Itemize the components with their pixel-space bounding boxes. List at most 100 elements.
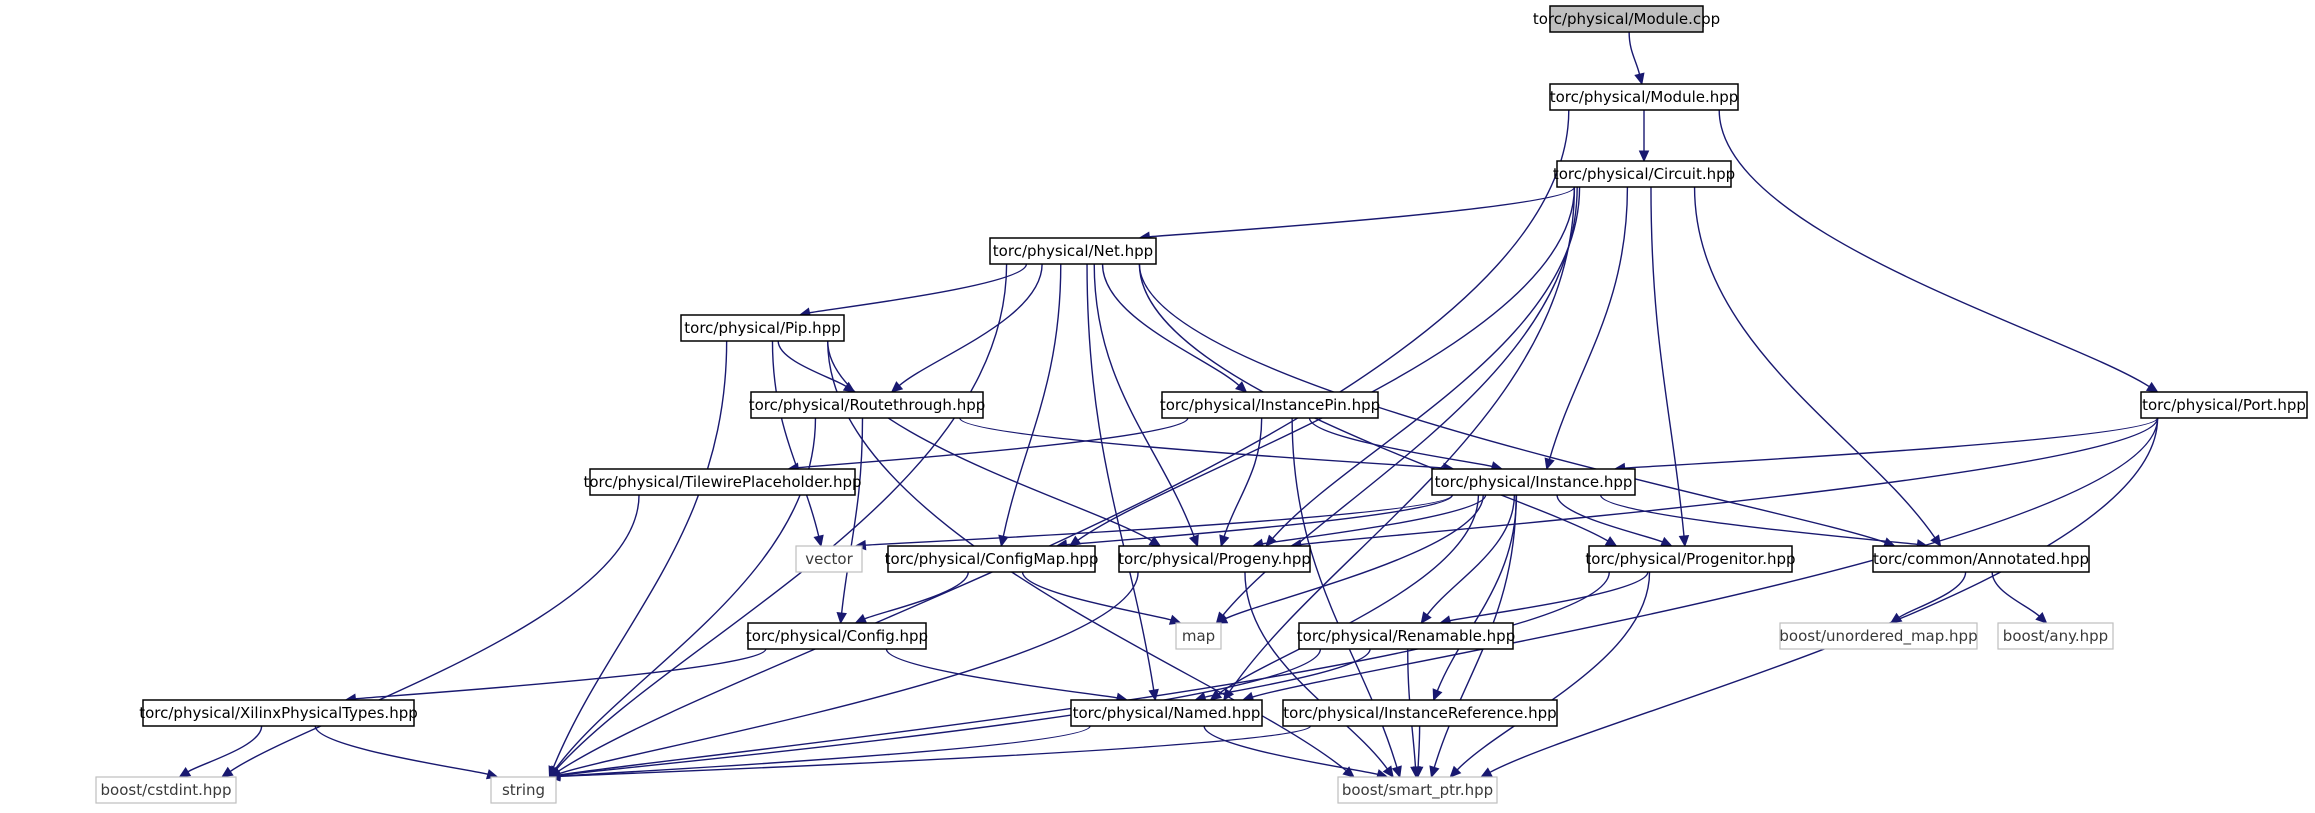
edge-module_cpp-to-module_hpp bbox=[1628, 31, 1641, 75]
node-config[interactable]: torc/physical/Config.hpp bbox=[746, 622, 928, 650]
node-box-module_hpp bbox=[1549, 83, 1739, 111]
arrowhead-instancepin-to-smart_ptr bbox=[1391, 765, 1402, 779]
edge-net-to-routethrough bbox=[898, 263, 1043, 387]
arrowhead-module_hpp-to-circuit bbox=[1638, 150, 1650, 163]
node-label-any: boost/any.hpp bbox=[2003, 627, 2108, 645]
arrowhead-xilinx-to-cstdint bbox=[178, 766, 192, 778]
edge-instance-to-configmap bbox=[1066, 494, 1453, 546]
edge-port-to-named bbox=[1252, 417, 2159, 698]
edge-instancepin-to-instance bbox=[1308, 417, 1493, 468]
node-instanceref[interactable]: torc/physical/InstanceReference.hpp bbox=[1282, 699, 1558, 727]
node-cstdint: boost/cstdint.hpp bbox=[95, 776, 237, 804]
edge-tilewire-to-cstdint bbox=[229, 494, 640, 772]
node-renamable[interactable]: torc/physical/Renamable.hpp bbox=[1297, 622, 1515, 650]
node-box-named bbox=[1070, 699, 1263, 727]
arrowhead-net-to-instancepin bbox=[1235, 381, 1248, 393]
node-progenitor[interactable]: torc/physical/Progenitor.hpp bbox=[1585, 545, 1796, 573]
node-label-annotated: torc/common/Annotated.hpp bbox=[1873, 550, 2089, 568]
arrowhead-circuit-to-instance bbox=[1544, 457, 1555, 471]
arrowhead-instance-to-renamable bbox=[1420, 611, 1432, 624]
node-label-port: torc/physical/Port.hpp bbox=[2142, 396, 2306, 414]
node-label-renamable: torc/physical/Renamable.hpp bbox=[1297, 627, 1515, 645]
edge-routethrough-to-config bbox=[840, 417, 864, 614]
edge-net-to-progeny bbox=[1093, 263, 1195, 537]
nodes-layer: torc/physical/Module.cpp torc/physical/Mo… bbox=[95, 5, 2308, 804]
node-box-configmap bbox=[887, 545, 1096, 573]
node-box-smart_ptr bbox=[1337, 776, 1498, 804]
node-label-instancepin: torc/physical/InstancePin.hpp bbox=[1160, 396, 1380, 414]
edge-progeny-to-string bbox=[558, 571, 1139, 775]
node-label-circuit: torc/physical/Circuit.hpp bbox=[1553, 165, 1735, 183]
edge-annotated-to-any bbox=[1991, 571, 2040, 617]
node-instancepin[interactable]: torc/physical/InstancePin.hpp bbox=[1160, 391, 1380, 419]
edge-instanceref-to-smart_ptr bbox=[1417, 725, 1421, 768]
edge-xilinx-to-cstdint bbox=[187, 725, 263, 773]
node-module_cpp[interactable]: torc/physical/Module.cpp bbox=[1533, 5, 1720, 33]
node-routethrough[interactable]: torc/physical/Routethrough.hpp bbox=[749, 391, 986, 419]
edge-pip-to-vector bbox=[771, 340, 820, 537]
edge-progenitor-to-smart_ptr bbox=[1456, 571, 1651, 771]
node-pip[interactable]: torc/physical/Pip.hpp bbox=[680, 314, 845, 342]
arrowhead-configmap-to-map bbox=[1168, 614, 1182, 625]
arrowhead-configmap-to-config bbox=[854, 613, 868, 624]
node-label-config: torc/physical/Config.hpp bbox=[746, 627, 928, 645]
edge-config-to-xilinx bbox=[355, 648, 767, 700]
edge-net-to-named bbox=[1086, 263, 1155, 691]
node-annotated[interactable]: torc/common/Annotated.hpp bbox=[1872, 545, 2090, 573]
edge-config-to-named bbox=[885, 648, 1118, 699]
node-configmap[interactable]: torc/physical/ConfigMap.hpp bbox=[885, 545, 1099, 573]
edge-configmap-to-config bbox=[864, 571, 970, 620]
edge-progenitor-to-renamable bbox=[1449, 571, 1649, 622]
node-label-tilewire: torc/physical/TilewirePlaceholder.hpp bbox=[583, 473, 861, 491]
node-map: map bbox=[1175, 622, 1222, 650]
node-smart_ptr: boost/smart_ptr.hpp bbox=[1337, 776, 1498, 804]
arrowhead-net-to-progenitor bbox=[1604, 536, 1618, 547]
edge-instanceref-to-string bbox=[559, 725, 1312, 778]
arrowhead-progenitor-to-smart_ptr bbox=[1449, 765, 1462, 778]
edge-pip-to-progeny bbox=[827, 340, 1153, 542]
edge-renamable-to-string bbox=[559, 648, 1322, 777]
edge-progenitor-to-string bbox=[559, 571, 1610, 776]
arrowhead-progeny-to-smart_ptr bbox=[1382, 765, 1394, 778]
arrowhead-net-to-named bbox=[1148, 688, 1159, 702]
node-label-routethrough: torc/physical/Routethrough.hpp bbox=[749, 396, 986, 414]
node-box-string bbox=[490, 776, 557, 804]
edge-port-to-progeny bbox=[1300, 417, 2159, 546]
arrowhead-module_cpp-to-module_hpp bbox=[1634, 72, 1645, 86]
node-box-tilewire bbox=[589, 468, 856, 496]
arrowhead-annotated-to-unordered_map bbox=[1889, 612, 1903, 624]
node-xilinx[interactable]: torc/physical/XilinxPhysicalTypes.hpp bbox=[139, 699, 418, 727]
node-box-vector bbox=[795, 545, 863, 573]
node-box-instanceref bbox=[1282, 699, 1558, 727]
edge-net-to-instancepin bbox=[1101, 263, 1240, 386]
node-box-routethrough bbox=[750, 391, 984, 419]
node-port[interactable]: torc/physical/Port.hpp bbox=[2140, 391, 2308, 419]
node-label-configmap: torc/physical/ConfigMap.hpp bbox=[885, 550, 1099, 568]
node-module_hpp[interactable]: torc/physical/Module.hpp bbox=[1549, 83, 1739, 111]
node-label-progenitor: torc/physical/Progenitor.hpp bbox=[1585, 550, 1795, 568]
node-unordered_map: boost/unordered_map.hpp bbox=[1779, 622, 1978, 650]
arrowhead-module_hpp-to-port bbox=[2145, 381, 2159, 393]
node-named[interactable]: torc/physical/Named.hpp bbox=[1070, 699, 1263, 727]
arrowhead-routethrough-to-config bbox=[836, 611, 847, 625]
node-label-vector: vector bbox=[805, 550, 853, 568]
arrowhead-tilewire-to-cstdint bbox=[220, 766, 234, 778]
node-circuit[interactable]: torc/physical/Circuit.hpp bbox=[1553, 160, 1735, 188]
node-box-progeny bbox=[1118, 545, 1311, 573]
node-label-unordered_map: boost/unordered_map.hpp bbox=[1779, 627, 1977, 646]
edge-instance-to-named bbox=[1218, 494, 1480, 695]
node-tilewire[interactable]: torc/physical/TilewirePlaceholder.hpp bbox=[583, 468, 862, 496]
node-any: boost/any.hpp bbox=[1997, 622, 2114, 650]
node-label-instanceref: torc/physical/InstanceReference.hpp bbox=[1283, 704, 1556, 722]
node-progeny[interactable]: torc/physical/Progeny.hpp bbox=[1118, 545, 1311, 573]
node-net[interactable]: torc/physical/Net.hpp bbox=[989, 237, 1157, 265]
node-box-circuit bbox=[1556, 160, 1732, 188]
node-label-map: map bbox=[1182, 627, 1215, 645]
node-label-xilinx: torc/physical/XilinxPhysicalTypes.hpp bbox=[139, 704, 418, 722]
arrowhead-instance-to-progenitor bbox=[1659, 536, 1673, 547]
edge-pip-to-string bbox=[552, 340, 728, 768]
node-instance[interactable]: torc/physical/Instance.hpp bbox=[1431, 468, 1636, 496]
node-label-instance: torc/physical/Instance.hpp bbox=[1435, 473, 1633, 491]
arrowhead-net-to-routethrough bbox=[890, 381, 904, 393]
